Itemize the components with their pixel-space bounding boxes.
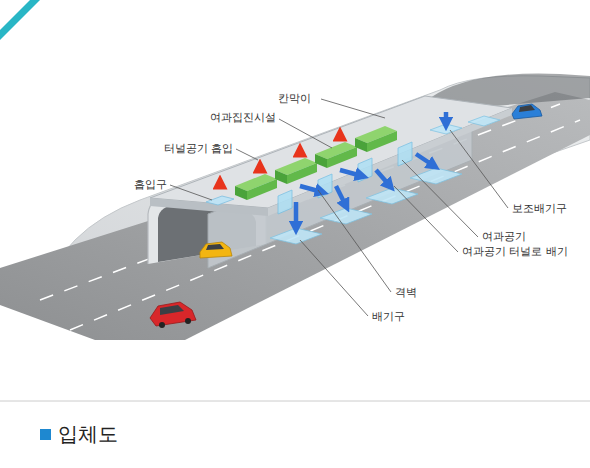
intake-arrow [220,134,340,198]
road [0,92,590,340]
ceiling-slab [268,108,512,216]
filter-unit [235,174,277,200]
divider-rule [0,401,590,402]
exhaust-outlet [270,116,500,244]
callout-label: 격벽 [395,286,417,300]
lane-marking [40,104,560,300]
exhaust-arrow [296,112,446,228]
callout-label: 보조배기구 [512,202,567,216]
callout-label: 여과공기 [482,230,526,244]
callout-label: 터널공기 흡입 [164,142,234,156]
lane-marking [70,120,580,330]
callout-label: 배기구 [372,310,405,324]
corner-ornament [0,0,40,40]
callout-label: 흡입구 [134,178,167,192]
callout-label: 여과공기 터널로 배기 [462,245,568,259]
filter-unit [315,142,357,168]
leader-line [170,99,508,316]
callout-label: 칸막이 [278,92,311,106]
car [200,242,232,258]
filter-unit [355,126,397,152]
caption-text: 입체도 [58,422,118,446]
car [150,302,196,328]
filter-unit [275,158,317,184]
corner-ornament [0,0,30,30]
callout-label: 여과집진시설 [210,111,276,125]
ceiling-slab [150,96,512,208]
car [512,104,542,119]
caption-square [40,429,51,440]
